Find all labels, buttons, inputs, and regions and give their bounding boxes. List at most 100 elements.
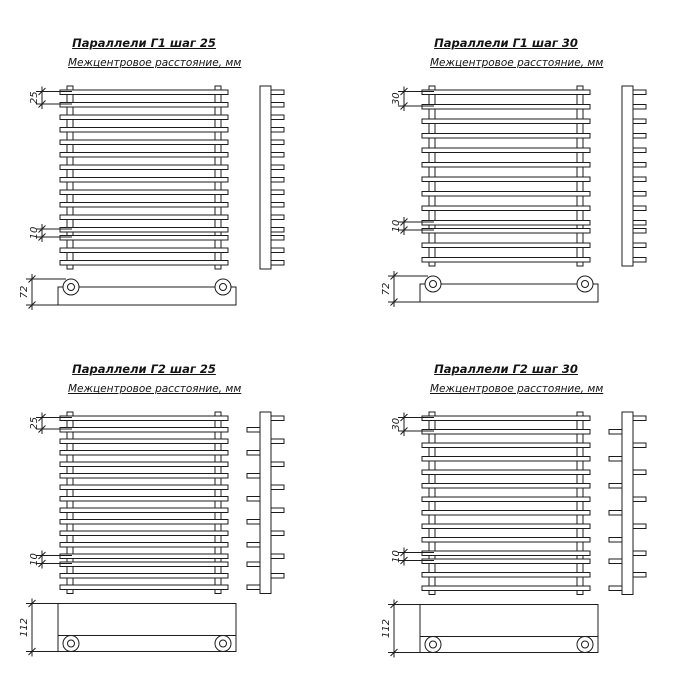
dimension-tick xyxy=(28,599,36,608)
cross-bar xyxy=(421,456,591,462)
cross-bar xyxy=(59,473,229,479)
side-bar-stub xyxy=(270,189,285,195)
cross-bar xyxy=(421,585,591,591)
side-bar-stub xyxy=(270,530,285,536)
panel-title: Параллели Г2 шаг 30 xyxy=(434,362,578,376)
dimension-tick xyxy=(400,218,408,226)
cross-bar xyxy=(421,228,591,234)
panel-title: Параллели Г1 шаг 30 xyxy=(434,36,578,50)
dimension-tick xyxy=(400,87,408,96)
left-rail xyxy=(428,85,436,267)
dimension-tick xyxy=(38,425,46,433)
cross-bar xyxy=(421,483,591,489)
side-bar-stub xyxy=(608,510,623,516)
cross-bar xyxy=(59,89,229,95)
side-bar-stub xyxy=(608,537,623,543)
cross-bar xyxy=(59,227,229,233)
fitting-inner xyxy=(581,640,589,649)
cross-bar xyxy=(421,191,591,197)
panel-title: Параллели Г2 шаг 25 xyxy=(72,362,216,376)
cross-bar xyxy=(59,235,229,241)
cross-bar xyxy=(421,537,591,543)
side-bar-stub xyxy=(632,118,647,124)
dimension-tick xyxy=(38,87,46,96)
fitting-inner xyxy=(429,640,437,649)
side-bar-stub xyxy=(632,191,647,197)
side-bar-stub xyxy=(270,227,285,233)
side-bar-stub xyxy=(632,442,647,448)
dimension-label: 10 xyxy=(29,227,40,240)
dimension-label: 25 xyxy=(29,91,40,104)
dimension-tick xyxy=(400,427,408,435)
side-bar-stub xyxy=(270,438,285,444)
cross-bar xyxy=(421,523,591,529)
side-bar-stub xyxy=(632,415,647,421)
side-bar-stub xyxy=(246,561,261,567)
fitting-outer xyxy=(424,275,442,293)
cross-bar xyxy=(421,550,591,556)
cross-bar xyxy=(59,152,229,158)
cross-bar xyxy=(59,461,229,467)
fitting-outer xyxy=(576,636,594,653)
dimension-label: 72 xyxy=(19,286,30,299)
side-bar-stub xyxy=(246,584,261,590)
panel-subtitle: Межцентровое расстояние, мм xyxy=(430,383,604,395)
radiator-technical-drawing: 25 10 72 xyxy=(19,85,285,310)
side-rail-body xyxy=(621,411,634,595)
cross-bar xyxy=(59,573,229,579)
collector-body xyxy=(57,603,237,652)
dimension-tick xyxy=(390,600,398,609)
right-rail xyxy=(576,411,584,595)
side-bar-stub xyxy=(632,176,647,182)
dimension-tick xyxy=(38,100,46,108)
side-bar-stub xyxy=(270,164,285,170)
panel-g2-step25: Параллели Г2 шаг 25 Межцентровое расстоя… xyxy=(18,362,353,660)
dimension-label: 112 xyxy=(19,618,30,637)
dimension-tick xyxy=(400,413,408,422)
side-bar-stub xyxy=(270,127,285,133)
collector-body xyxy=(419,283,599,303)
side-bar-stub xyxy=(270,507,285,513)
cross-bar xyxy=(59,164,229,170)
fitting-outer xyxy=(62,635,80,652)
side-bar-stub xyxy=(270,235,285,241)
side-bar-stub xyxy=(270,114,285,120)
side-bar-stub xyxy=(246,542,261,548)
dimension-tick xyxy=(390,298,398,306)
cross-bar xyxy=(59,584,229,590)
dimension-label: 30 xyxy=(391,92,402,105)
dimension-tick xyxy=(28,301,36,309)
cross-bar xyxy=(59,438,229,444)
side-bar-stub xyxy=(270,89,285,95)
dimension-label: 72 xyxy=(381,283,392,296)
dimension-label: 10 xyxy=(29,553,40,566)
cross-bar xyxy=(421,242,591,248)
fitting-inner xyxy=(67,639,75,648)
cross-bar xyxy=(59,553,229,559)
dimension-tick xyxy=(400,548,408,557)
right-rail xyxy=(214,411,222,594)
dimension-label: 30 xyxy=(391,418,402,431)
side-bar-stub xyxy=(246,473,261,479)
side-bar-stub xyxy=(632,242,647,248)
cross-bar xyxy=(421,147,591,153)
cross-bar xyxy=(421,442,591,448)
side-bar-stub xyxy=(270,461,285,467)
side-bar-stub xyxy=(632,89,647,95)
fitting-outer xyxy=(214,635,232,652)
side-bar-stub xyxy=(608,456,623,462)
side-bar-stub xyxy=(632,133,647,139)
side-bar-stub xyxy=(270,139,285,145)
dimension-tick xyxy=(28,647,36,656)
side-bar-stub xyxy=(246,519,261,525)
side-bar-stub xyxy=(270,202,285,208)
side-bar-stub xyxy=(246,427,261,433)
side-bar-stub xyxy=(632,257,647,263)
cross-bar xyxy=(59,561,229,567)
cross-bar xyxy=(421,176,591,182)
panel-g1-step30: Параллели Г1 шаг 30 Межцентровое расстоя… xyxy=(380,36,700,334)
panel-subtitle: Межцентровое расстояние, мм xyxy=(68,383,242,395)
